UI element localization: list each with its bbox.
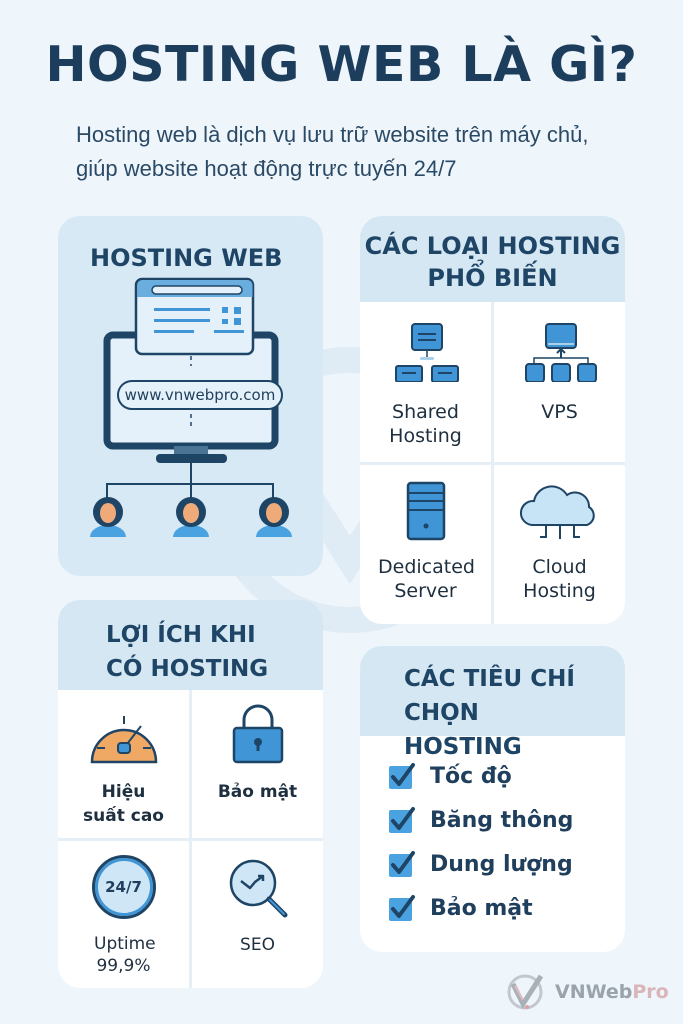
criteria-label: Dung lượng: [430, 851, 573, 877]
hosting-type-label: Dedicated Server: [378, 556, 475, 602]
hosting-types-title: CÁC LOẠI HOSTING PHỔ BIẾN: [360, 216, 625, 302]
hosting-type-dedicated: Dedicated Server: [360, 465, 491, 624]
benefit-seo: SEO: [192, 841, 323, 988]
cloud-icon: [519, 485, 595, 539]
hosting-type-cloud: Cloud Hosting: [494, 465, 625, 624]
vps-icon: [524, 323, 597, 382]
benefit-label: Uptime 99,9%: [94, 934, 156, 976]
brand-logo: VNWebPro: [505, 972, 669, 1012]
padlock-icon: [232, 704, 283, 764]
hosting-type-label: VPS: [541, 401, 578, 423]
checkbox-checked-icon: [389, 807, 415, 833]
criteria-item: Bảo mật: [388, 886, 625, 930]
hosting-web-card: HOSTING WEB: [58, 216, 323, 576]
benefit-security: Bảo mật: [192, 690, 323, 838]
brand-name: VNWebPro: [555, 981, 669, 1003]
page-subtitle: Hosting web là dịch vụ lưu trữ website t…: [76, 122, 589, 181]
criteria-item: Tốc độ: [388, 754, 625, 798]
benefits-card: LỢI ÍCH KHI CÓ HOSTING Hiệu suất cao: [58, 600, 323, 988]
benefit-label: Bảo mật: [217, 782, 298, 802]
browser-window-icon: [134, 277, 255, 428]
checkbox-checked-icon: [389, 763, 415, 789]
clock-247-icon: 24/7: [91, 855, 156, 919]
dedicated-server-icon: [406, 481, 445, 541]
hosting-type-label: Shared Hosting: [389, 401, 462, 447]
user-icon: [256, 497, 292, 537]
benefits-title: LỢI ÍCH KHI CÓ HOSTING: [58, 600, 323, 690]
user-icon: [173, 497, 209, 537]
user-icon: [90, 497, 126, 537]
hosting-type-label: Cloud Hosting: [523, 556, 596, 602]
brand-name-part: VNWeb: [555, 981, 633, 1003]
checkbox-checked-icon: [389, 895, 415, 921]
hosting-type-shared: Shared Hosting: [360, 302, 491, 462]
criteria-item: Băng thông: [388, 798, 625, 842]
brand-name-part: Pro: [632, 981, 669, 1003]
checkbox-checked-icon: [389, 851, 415, 877]
hosting-types-card: CÁC LOẠI HOSTING PHỔ BIẾN Shared Hosting: [360, 216, 625, 624]
hosting-web-title: HOSTING WEB: [90, 244, 283, 272]
benefit-performance: Hiệu suất cao: [58, 690, 189, 838]
vnwebpro-logo-icon: [507, 974, 544, 1010]
domain-url-label: www.vnwebpro.com: [117, 380, 283, 410]
criteria-item: Dung lượng: [388, 842, 625, 886]
criteria-title: CÁC TIÊU CHÍ CHỌN HOSTING: [360, 646, 625, 760]
shared-server-icon: [394, 323, 459, 382]
criteria-card: CÁC TIÊU CHÍ CHỌN HOSTING Tốc độ Băng th…: [360, 646, 625, 952]
benefit-label: Hiệu suất cao: [83, 782, 164, 826]
criteria-label: Tốc độ: [430, 763, 512, 789]
benefit-label: SEO: [240, 935, 275, 955]
hosting-type-vps: VPS: [494, 302, 625, 462]
benefit-uptime: 24/7 Uptime 99,9%: [58, 841, 189, 988]
uptime-badge-text: 24/7: [105, 878, 142, 896]
criteria-label: Băng thông: [430, 807, 574, 833]
page-title: HOSTING WEB LÀ GÌ?: [45, 36, 638, 93]
criteria-label: Bảo mật: [430, 895, 533, 921]
seo-magnifier-icon: [229, 859, 287, 918]
speedometer-icon: [90, 716, 157, 764]
